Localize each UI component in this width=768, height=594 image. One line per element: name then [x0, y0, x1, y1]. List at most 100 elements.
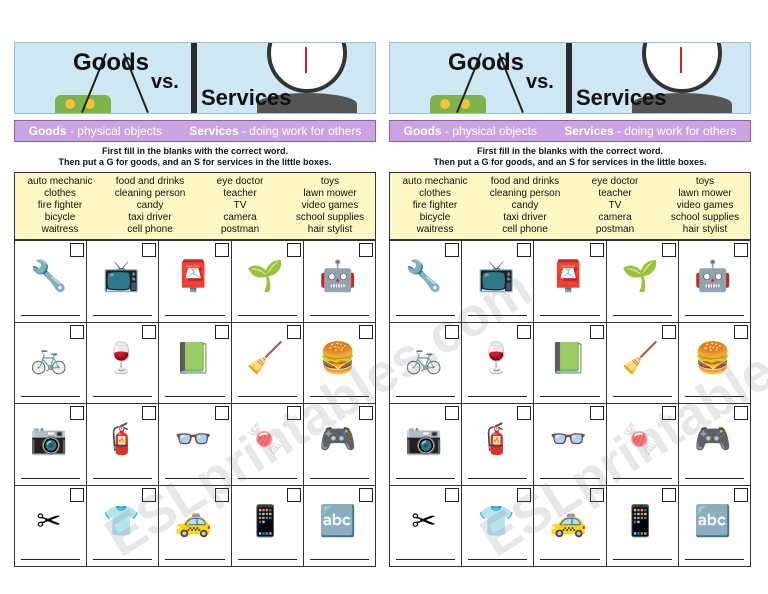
answer-blank[interactable] — [21, 314, 81, 316]
fire-fighter-icon: 🧯 — [102, 423, 140, 456]
answer-box[interactable] — [445, 487, 460, 502]
banner-divider — [191, 43, 197, 113]
answer-blank[interactable] — [237, 314, 297, 316]
answer-box[interactable] — [214, 243, 229, 257]
answer-blank[interactable] — [309, 314, 369, 316]
answer-blank[interactable] — [684, 477, 744, 479]
picture-cell: 📷 — [390, 404, 463, 486]
answer-box[interactable] — [733, 406, 748, 420]
answer-blank[interactable] — [396, 477, 456, 479]
answer-box[interactable] — [70, 487, 85, 502]
title-banner: Goods vs. Services — [389, 42, 751, 114]
answer-blank[interactable] — [468, 314, 528, 316]
answer-blank[interactable] — [396, 559, 456, 560]
answer-box[interactable] — [286, 243, 301, 257]
answer-box[interactable] — [445, 324, 460, 339]
answer-blank[interactable] — [540, 477, 600, 479]
answer-box[interactable] — [214, 406, 229, 420]
answer-blank[interactable] — [612, 314, 672, 316]
answer-box[interactable] — [214, 324, 229, 339]
answer-blank[interactable] — [468, 396, 528, 397]
answer-blank[interactable] — [684, 559, 744, 560]
answer-blank[interactable] — [396, 396, 456, 397]
answer-box[interactable] — [733, 487, 748, 502]
answer-blank[interactable] — [21, 477, 81, 479]
answer-blank[interactable] — [612, 396, 672, 397]
answer-box[interactable] — [445, 243, 460, 257]
answer-blank[interactable] — [309, 396, 369, 397]
clothes-icon: 👕 — [477, 504, 515, 538]
word-bank-word: TV — [233, 200, 247, 211]
answer-box[interactable] — [286, 487, 301, 502]
answer-blank[interactable] — [612, 477, 672, 479]
answer-blank[interactable] — [165, 314, 225, 316]
camera-icon: 📷 — [405, 423, 443, 456]
answer-box[interactable] — [70, 406, 85, 420]
answer-box[interactable] — [661, 243, 676, 257]
answer-box[interactable] — [358, 406, 373, 420]
answer-blank[interactable] — [540, 559, 600, 560]
answer-blank[interactable] — [684, 396, 744, 397]
hair-stylist-icon: ✂ — [36, 504, 62, 538]
answer-box[interactable] — [661, 324, 676, 339]
answer-box[interactable] — [589, 324, 604, 339]
word-bank-word: candy — [511, 200, 539, 211]
answer-blank[interactable] — [93, 477, 153, 479]
answer-box[interactable] — [589, 487, 604, 502]
answer-blank[interactable] — [165, 559, 225, 560]
answer-blank[interactable] — [165, 477, 225, 479]
answer-box[interactable] — [517, 406, 532, 420]
answer-blank[interactable] — [237, 559, 297, 560]
answer-box[interactable] — [445, 406, 460, 420]
answer-box[interactable] — [517, 487, 532, 502]
answer-box[interactable] — [589, 406, 604, 420]
answer-box[interactable] — [358, 324, 373, 339]
answer-blank[interactable] — [165, 396, 225, 397]
answer-blank[interactable] — [309, 559, 369, 560]
answer-blank[interactable] — [237, 396, 297, 397]
answer-box[interactable] — [661, 406, 676, 420]
services-definition: Services - doing work for others — [189, 124, 362, 138]
answer-box[interactable] — [286, 324, 301, 339]
answer-blank[interactable] — [468, 477, 528, 479]
answer-box[interactable] — [589, 243, 604, 257]
answer-box[interactable] — [142, 487, 157, 502]
teacher-icon: 🔤 — [694, 504, 732, 538]
answer-box[interactable] — [214, 487, 229, 502]
school-supplies-icon: 📗 — [174, 341, 213, 375]
answer-blank[interactable] — [21, 559, 81, 560]
answer-box[interactable] — [142, 324, 157, 339]
answer-box[interactable] — [70, 243, 85, 257]
answer-blank[interactable] — [93, 314, 153, 316]
answer-blank[interactable] — [93, 396, 153, 397]
answer-blank[interactable] — [684, 314, 744, 316]
banner-vs: vs. — [151, 71, 179, 93]
word-bank-word: video games — [301, 200, 359, 211]
answer-blank[interactable] — [540, 314, 600, 316]
answer-blank[interactable] — [540, 396, 600, 397]
answer-blank[interactable] — [237, 477, 297, 479]
answer-box[interactable] — [733, 243, 748, 257]
answer-box[interactable] — [142, 406, 157, 420]
picture-cell: 🍷 — [87, 322, 160, 404]
answer-box[interactable] — [517, 324, 532, 339]
food-drinks-icon: 🍔 — [319, 341, 357, 375]
picture-cell: 🌱 — [606, 241, 679, 323]
answer-box[interactable] — [358, 487, 373, 502]
lawn-mower-icon: 🌱 — [246, 260, 285, 293]
answer-box[interactable] — [286, 406, 301, 420]
word-bank-word: school supplies — [295, 212, 365, 223]
answer-blank[interactable] — [309, 477, 369, 479]
answer-box[interactable] — [358, 243, 373, 257]
answer-blank[interactable] — [21, 396, 81, 397]
answer-box[interactable] — [733, 324, 748, 339]
answer-blank[interactable] — [396, 314, 456, 316]
answer-blank[interactable] — [93, 559, 153, 560]
answer-box[interactable] — [661, 487, 676, 502]
answer-blank[interactable] — [468, 559, 528, 560]
answer-box[interactable] — [70, 324, 85, 339]
answer-box[interactable] — [142, 243, 157, 257]
answer-blank[interactable] — [612, 559, 672, 560]
answer-box[interactable] — [517, 243, 532, 257]
